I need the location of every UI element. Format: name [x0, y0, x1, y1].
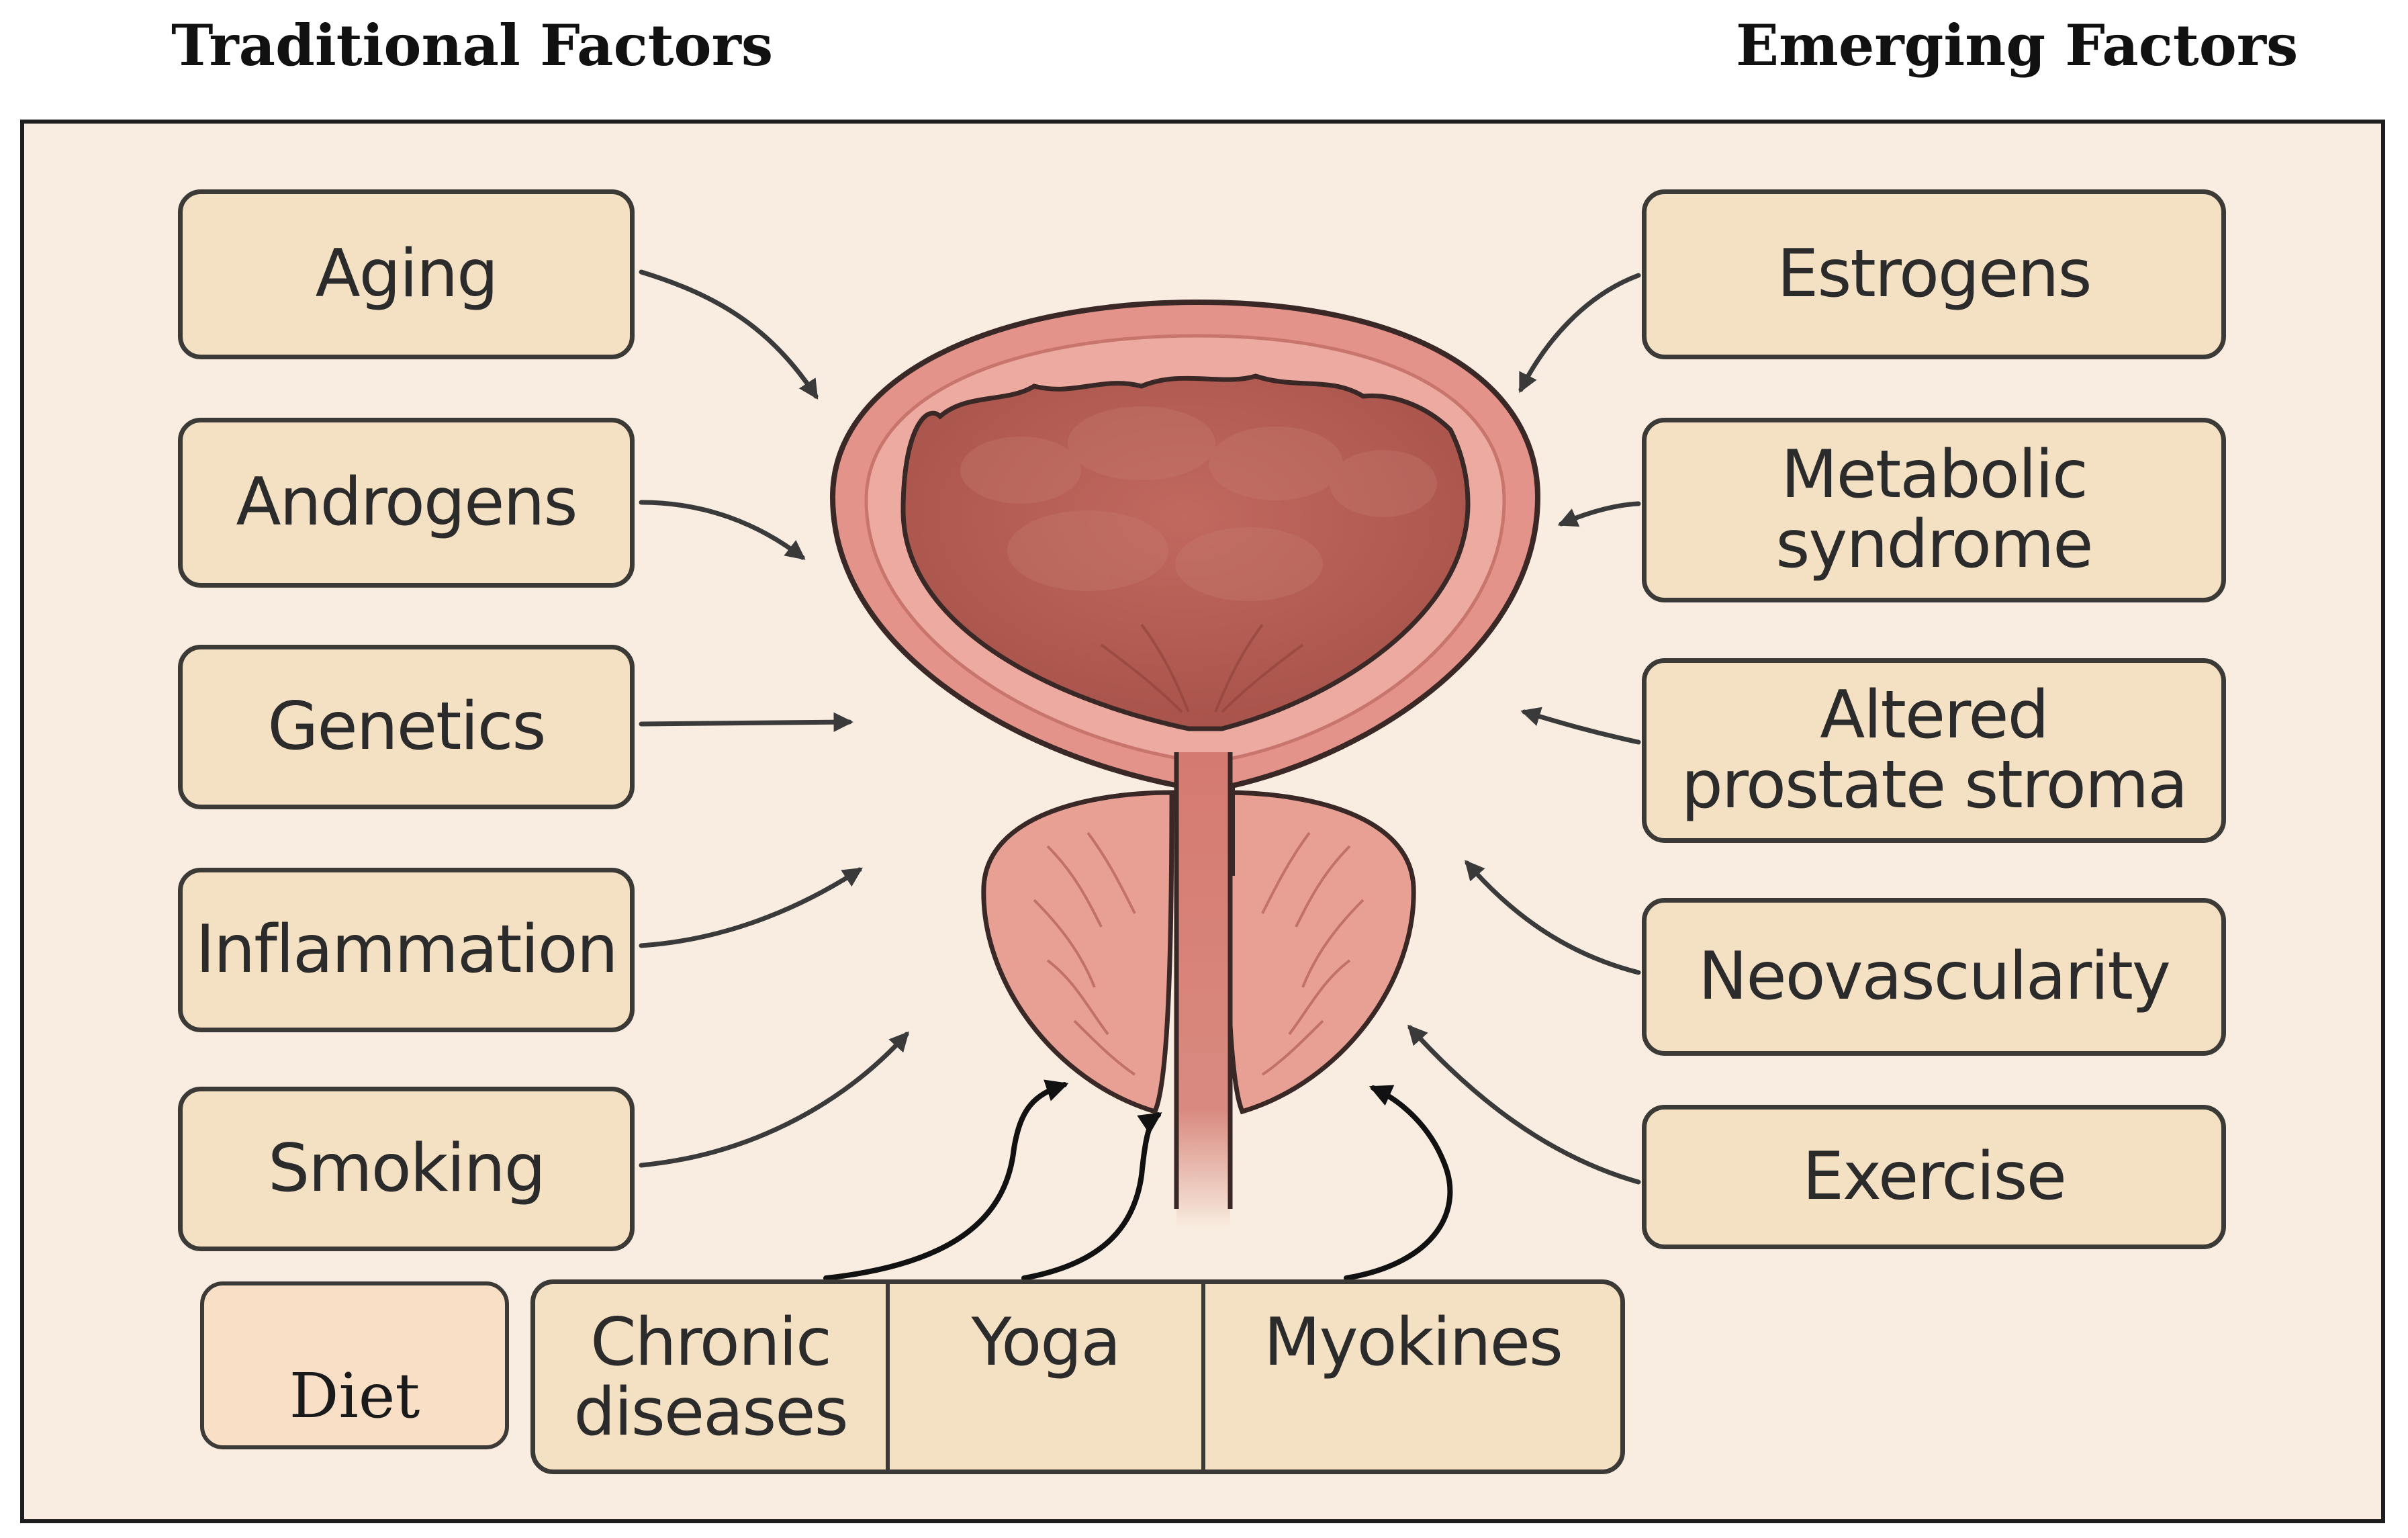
factor-aging-label: Aging — [315, 235, 499, 312]
factor-genetics: Genetics — [178, 645, 635, 809]
factor-yoga-label: Yoga — [971, 1304, 1121, 1381]
factor-genetics-label: Genetics — [267, 688, 546, 765]
factor-yoga: Yoga — [886, 1284, 1201, 1469]
factor-metabolic-line1: Metabolic — [1781, 436, 2088, 513]
factor-chronic-line1: Chronic — [590, 1304, 832, 1381]
arrow-estrogens — [1518, 273, 1641, 394]
arrow-smoking — [639, 1031, 909, 1168]
traditional-factors-heading: Traditional Factors — [171, 12, 774, 79]
factor-smoking-label: Smoking — [268, 1130, 546, 1207]
factor-estrogens: Estrogens — [1642, 189, 2226, 359]
factor-chronic-line2: diseases — [573, 1373, 848, 1451]
factor-aging: Aging — [178, 189, 635, 359]
factor-myokines: Myokines — [1201, 1284, 1620, 1469]
factor-androgens-label: Androgens — [236, 463, 577, 541]
arrow-myokines — [1344, 1085, 1453, 1281]
arrow-metabolic — [1557, 501, 1641, 527]
factor-diet-label: Diet — [289, 1360, 420, 1433]
arrow-aging — [639, 269, 819, 400]
arrow-neovascularity — [1465, 860, 1641, 975]
factor-estrogens-label: Estrogens — [1777, 235, 2092, 312]
factor-stroma-line2: prostate stroma — [1681, 746, 2188, 823]
factor-myokines-label: Myokines — [1264, 1304, 1563, 1381]
factor-exercise-label: Exercise — [1802, 1138, 2067, 1215]
factor-exercise: Exercise — [1642, 1105, 2226, 1249]
factor-stroma-line1: Altered — [1820, 676, 2049, 754]
factor-androgens: Androgens — [178, 418, 635, 588]
arrow-genetics — [639, 712, 853, 732]
arrow-stroma — [1520, 707, 1641, 745]
factor-neovascularity: Neovascularity — [1642, 898, 2226, 1056]
arrow-inflammation — [639, 867, 863, 948]
factor-neovascularity-label: Neovascularity — [1698, 938, 2171, 1015]
factor-diet: Diet — [200, 1281, 509, 1449]
arrow-exercise — [1407, 1024, 1641, 1185]
factor-inflammation: Inflammation — [178, 868, 635, 1032]
arrow-androgens — [639, 500, 806, 560]
arrow-yoga — [1021, 1112, 1162, 1281]
arrow-chronic-diseases — [823, 1079, 1069, 1281]
factor-metabolic-line2: syndrome — [1775, 506, 2093, 583]
factor-smoking: Smoking — [178, 1087, 635, 1251]
factor-inflammation-label: Inflammation — [195, 911, 618, 988]
emerging-factors-heading: Emerging Factors — [1736, 12, 2299, 79]
bladder — [829, 299, 1541, 1229]
prostate-gland — [981, 790, 1416, 1115]
